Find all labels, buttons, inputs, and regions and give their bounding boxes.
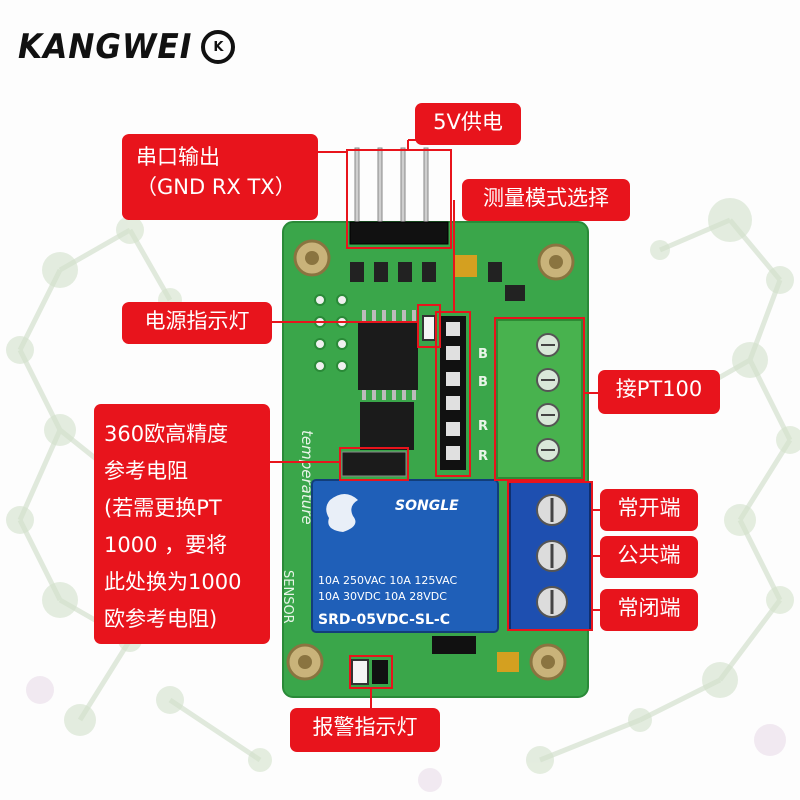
callout-reference-resistor: 360欧高精度 参考电阻 (若需更换PT 1000 ，要将 此处换为1000 欧… [94, 404, 270, 644]
pt100-terminal-block [496, 319, 583, 479]
pin-letters: B B R R [478, 347, 488, 464]
ic-chip-1 [358, 322, 418, 390]
ref-resistor-line: 参考电阻 [104, 459, 188, 483]
reference-resistor [341, 451, 407, 477]
mounting-holes [286, 239, 575, 681]
callout-serial-pins: （GND RX TX） [136, 175, 296, 199]
ic-chip-2 [360, 402, 414, 450]
ref-resistor-line: (若需更换PT [104, 496, 222, 520]
mode-jumper-pins [440, 316, 466, 470]
ref-resistor-line: 360欧高精度 [104, 422, 229, 446]
callout-power-led: 电源指示灯 [122, 302, 272, 344]
svg-text:SRD-05VDC-SL-C: SRD-05VDC-SL-C [318, 612, 450, 628]
callout-serial-title: 串口输出 [136, 145, 220, 169]
callout-normally-open: 常开端 [600, 489, 698, 531]
callout-normally-closed: 常闭端 [600, 589, 698, 631]
callout-pt100: 接PT100 [598, 370, 720, 414]
silk-text-2: SENSOR [280, 570, 295, 624]
relay: SONGLE 10A 250VAC 10A 125VAC 10A 30VDC 1… [311, 479, 499, 633]
svg-text:R: R [478, 419, 488, 434]
brand-logo: KANGWEI K [18, 22, 236, 72]
callout-alarm-led: 报警指示灯 [290, 708, 440, 752]
callout-common: 公共端 [600, 536, 698, 578]
svg-text:10A 30VDC 10A 28VDC: 10A 30VDC 10A 28VDC [318, 590, 447, 603]
header-pins-4 [349, 147, 449, 245]
power-led [422, 315, 436, 341]
callout-5v-power: 5V供电 [415, 103, 521, 145]
svg-text:R: R [478, 449, 488, 464]
ref-resistor-line: 此处换为1000 [104, 570, 242, 594]
svg-text:SONGLE: SONGLE [395, 498, 459, 514]
relay-output-terminal [509, 481, 591, 631]
brand-logo-badge: K [201, 30, 236, 64]
callout-serial-output: 串口输出 （GND RX TX） [122, 134, 318, 220]
svg-text:B: B [478, 375, 488, 390]
svg-text:10A 250VAC 10A 125VAC: 10A 250VAC 10A 125VAC [318, 574, 458, 587]
brand-logo-text: KANGWEI [18, 27, 193, 67]
svg-text:B: B [478, 347, 488, 362]
alarm-led [351, 659, 369, 685]
ref-resistor-line: 1000 ，要将 [104, 533, 228, 557]
ref-resistor-line: 欧参考电阻) [104, 607, 218, 631]
callout-mode-select: 测量模式选择 [462, 179, 630, 221]
